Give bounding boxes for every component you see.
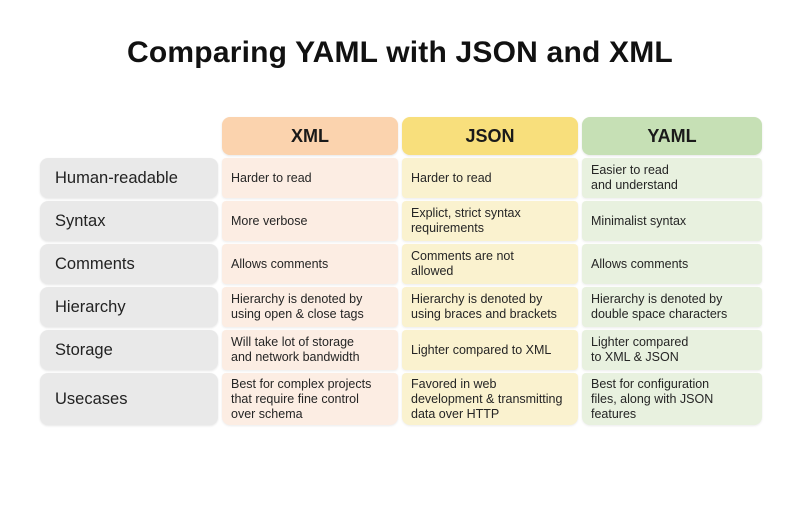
corner-spacer	[40, 117, 218, 155]
table-cell-xml-syntax: More verbose	[222, 201, 398, 241]
row-label-usecases: Usecases	[40, 373, 218, 425]
table-cell-yaml-human-readable: Easier to read and understand	[582, 158, 762, 198]
table-cell-yaml-storage: Lighter compared to XML & JSON	[582, 330, 762, 370]
table-cell-yaml-syntax: Minimalist syntax	[582, 201, 762, 241]
table-cell-json-comments: Comments are not allowed	[402, 244, 578, 284]
table-cell-xml-comments: Allows comments	[222, 244, 398, 284]
table-cell-xml-human-readable: Harder to read	[222, 158, 398, 198]
table-cell-json-human-readable: Harder to read	[402, 158, 578, 198]
row-label-syntax: Syntax	[40, 201, 218, 241]
table-cell-xml-usecases: Best for complex projects that require f…	[222, 373, 398, 425]
row-label-human-readable: Human-readable	[40, 158, 218, 198]
row-label-hierarchy: Hierarchy	[40, 287, 218, 327]
table-cell-json-storage: Lighter compared to XML	[402, 330, 578, 370]
table-cell-yaml-comments: Allows comments	[582, 244, 762, 284]
column-header-yaml: YAML	[582, 117, 762, 155]
page-title: Comparing YAML with JSON and XML	[127, 36, 673, 69]
table-cell-json-usecases: Favored in web development & transmittin…	[402, 373, 578, 425]
table-cell-xml-hierarchy: Hierarchy is denoted by using open & clo…	[222, 287, 398, 327]
table-cell-yaml-hierarchy: Hierarchy is denoted by double space cha…	[582, 287, 762, 327]
comparison-table: XML JSON YAML Human-readable Harder to r…	[40, 117, 762, 425]
column-header-xml: XML	[222, 117, 398, 155]
table-cell-json-hierarchy: Hierarchy is denoted by using braces and…	[402, 287, 578, 327]
row-label-comments: Comments	[40, 244, 218, 284]
table-cell-yaml-usecases: Best for configuration files, along with…	[582, 373, 762, 425]
column-header-json: JSON	[402, 117, 578, 155]
table-cell-json-syntax: Explict, strict syntax requirements	[402, 201, 578, 241]
row-label-storage: Storage	[40, 330, 218, 370]
table-cell-xml-storage: Will take lot of storage and network ban…	[222, 330, 398, 370]
